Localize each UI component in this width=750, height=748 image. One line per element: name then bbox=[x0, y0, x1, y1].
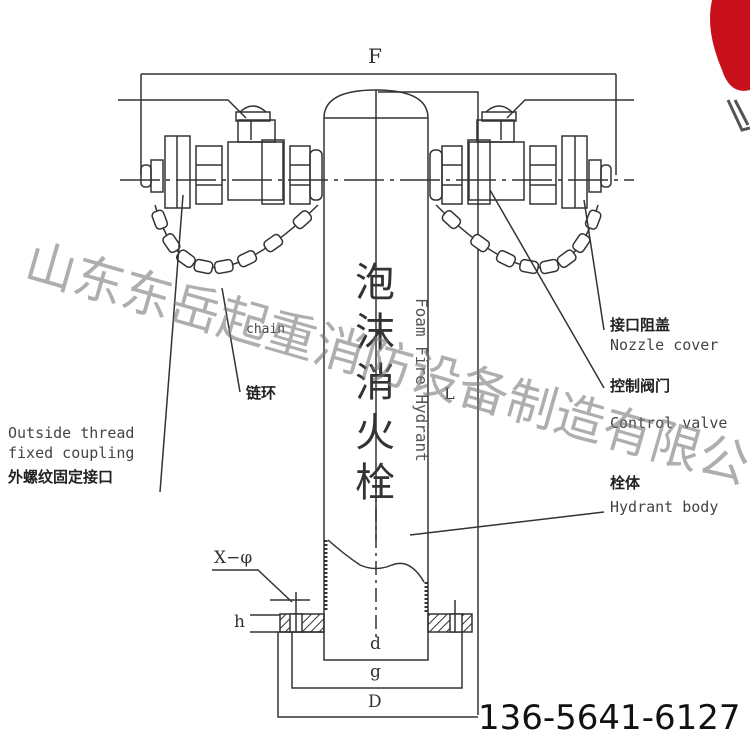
left-outlet-coupling bbox=[140, 105, 323, 209]
dimension-L bbox=[378, 91, 479, 715]
dimension-d-label: d bbox=[370, 634, 381, 654]
chain-right bbox=[435, 204, 602, 275]
chain-link bbox=[236, 250, 258, 268]
coupling-label-en-2: fixed coupling bbox=[8, 444, 135, 462]
nozzle-leader bbox=[583, 199, 605, 331]
dimension-x-phi-label: X−φ bbox=[214, 548, 253, 568]
dimension-x-phi-leader bbox=[212, 569, 293, 603]
valve-leader bbox=[489, 189, 605, 389]
red-hydrant-photo-fragment bbox=[709, 0, 750, 132]
coupling-label-en-1: Outside thread bbox=[8, 424, 135, 442]
nozzle-cover-label-en: Nozzle cover bbox=[610, 336, 719, 354]
dimension-L-label: L bbox=[444, 384, 455, 403]
right-outlet-coupling bbox=[429, 105, 612, 209]
coupling-label-cn: 外螺纹固定接口 bbox=[8, 468, 114, 486]
chain-left bbox=[151, 204, 319, 275]
dimension-h bbox=[250, 614, 324, 633]
base-flange bbox=[270, 592, 473, 633]
chain-link bbox=[572, 233, 591, 254]
chain-link bbox=[162, 233, 181, 254]
chain-link bbox=[556, 249, 577, 269]
chain-link bbox=[441, 210, 462, 230]
chain-link bbox=[470, 233, 491, 253]
body-leader bbox=[409, 511, 605, 536]
dimension-D bbox=[277, 632, 478, 718]
dimension-F-label: F bbox=[368, 44, 382, 68]
dimension-D-label: D bbox=[368, 692, 382, 712]
chain-link bbox=[584, 209, 602, 230]
hydrant-body bbox=[323, 89, 429, 640]
chain-link bbox=[539, 258, 560, 275]
dimension-d bbox=[323, 632, 429, 661]
chain-label-en: chain bbox=[246, 322, 286, 337]
nozzle-cover-label-cn: 接口阻盖 bbox=[610, 316, 671, 334]
phone-number: 136-5641-6127 bbox=[478, 698, 741, 738]
hydrant-body-label-cn: 栓体 bbox=[610, 474, 641, 492]
dimension-g-label: g bbox=[370, 662, 381, 682]
chain-link bbox=[518, 258, 540, 275]
chain-label-cn: 链环 bbox=[246, 384, 277, 402]
chain-wire bbox=[154, 204, 319, 269]
hydrant-title-en: Foam Fire Hydrant bbox=[412, 298, 431, 462]
chain-link bbox=[263, 233, 284, 253]
control-valve-label-en: Control valve bbox=[610, 414, 728, 432]
hydrant-title-cn: 泡沫消火栓 bbox=[355, 260, 395, 506]
hydrant-body-label-en: Hydrant body bbox=[610, 498, 719, 516]
dimension-F bbox=[140, 73, 617, 175]
chain-link bbox=[193, 258, 214, 275]
chain-wire bbox=[435, 204, 599, 269]
dimension-g bbox=[291, 632, 463, 689]
chain-link bbox=[292, 210, 313, 230]
chain-link bbox=[213, 258, 234, 275]
handle-leader-right bbox=[506, 99, 634, 119]
chain-link bbox=[151, 209, 169, 230]
chain-leader bbox=[221, 287, 241, 393]
chain-link bbox=[495, 249, 517, 268]
control-valve-label-cn: 控制阀门 bbox=[610, 377, 671, 395]
handle-leader-left bbox=[118, 99, 247, 119]
dimension-h-label: h bbox=[234, 612, 245, 632]
coupling-leader bbox=[159, 194, 184, 493]
